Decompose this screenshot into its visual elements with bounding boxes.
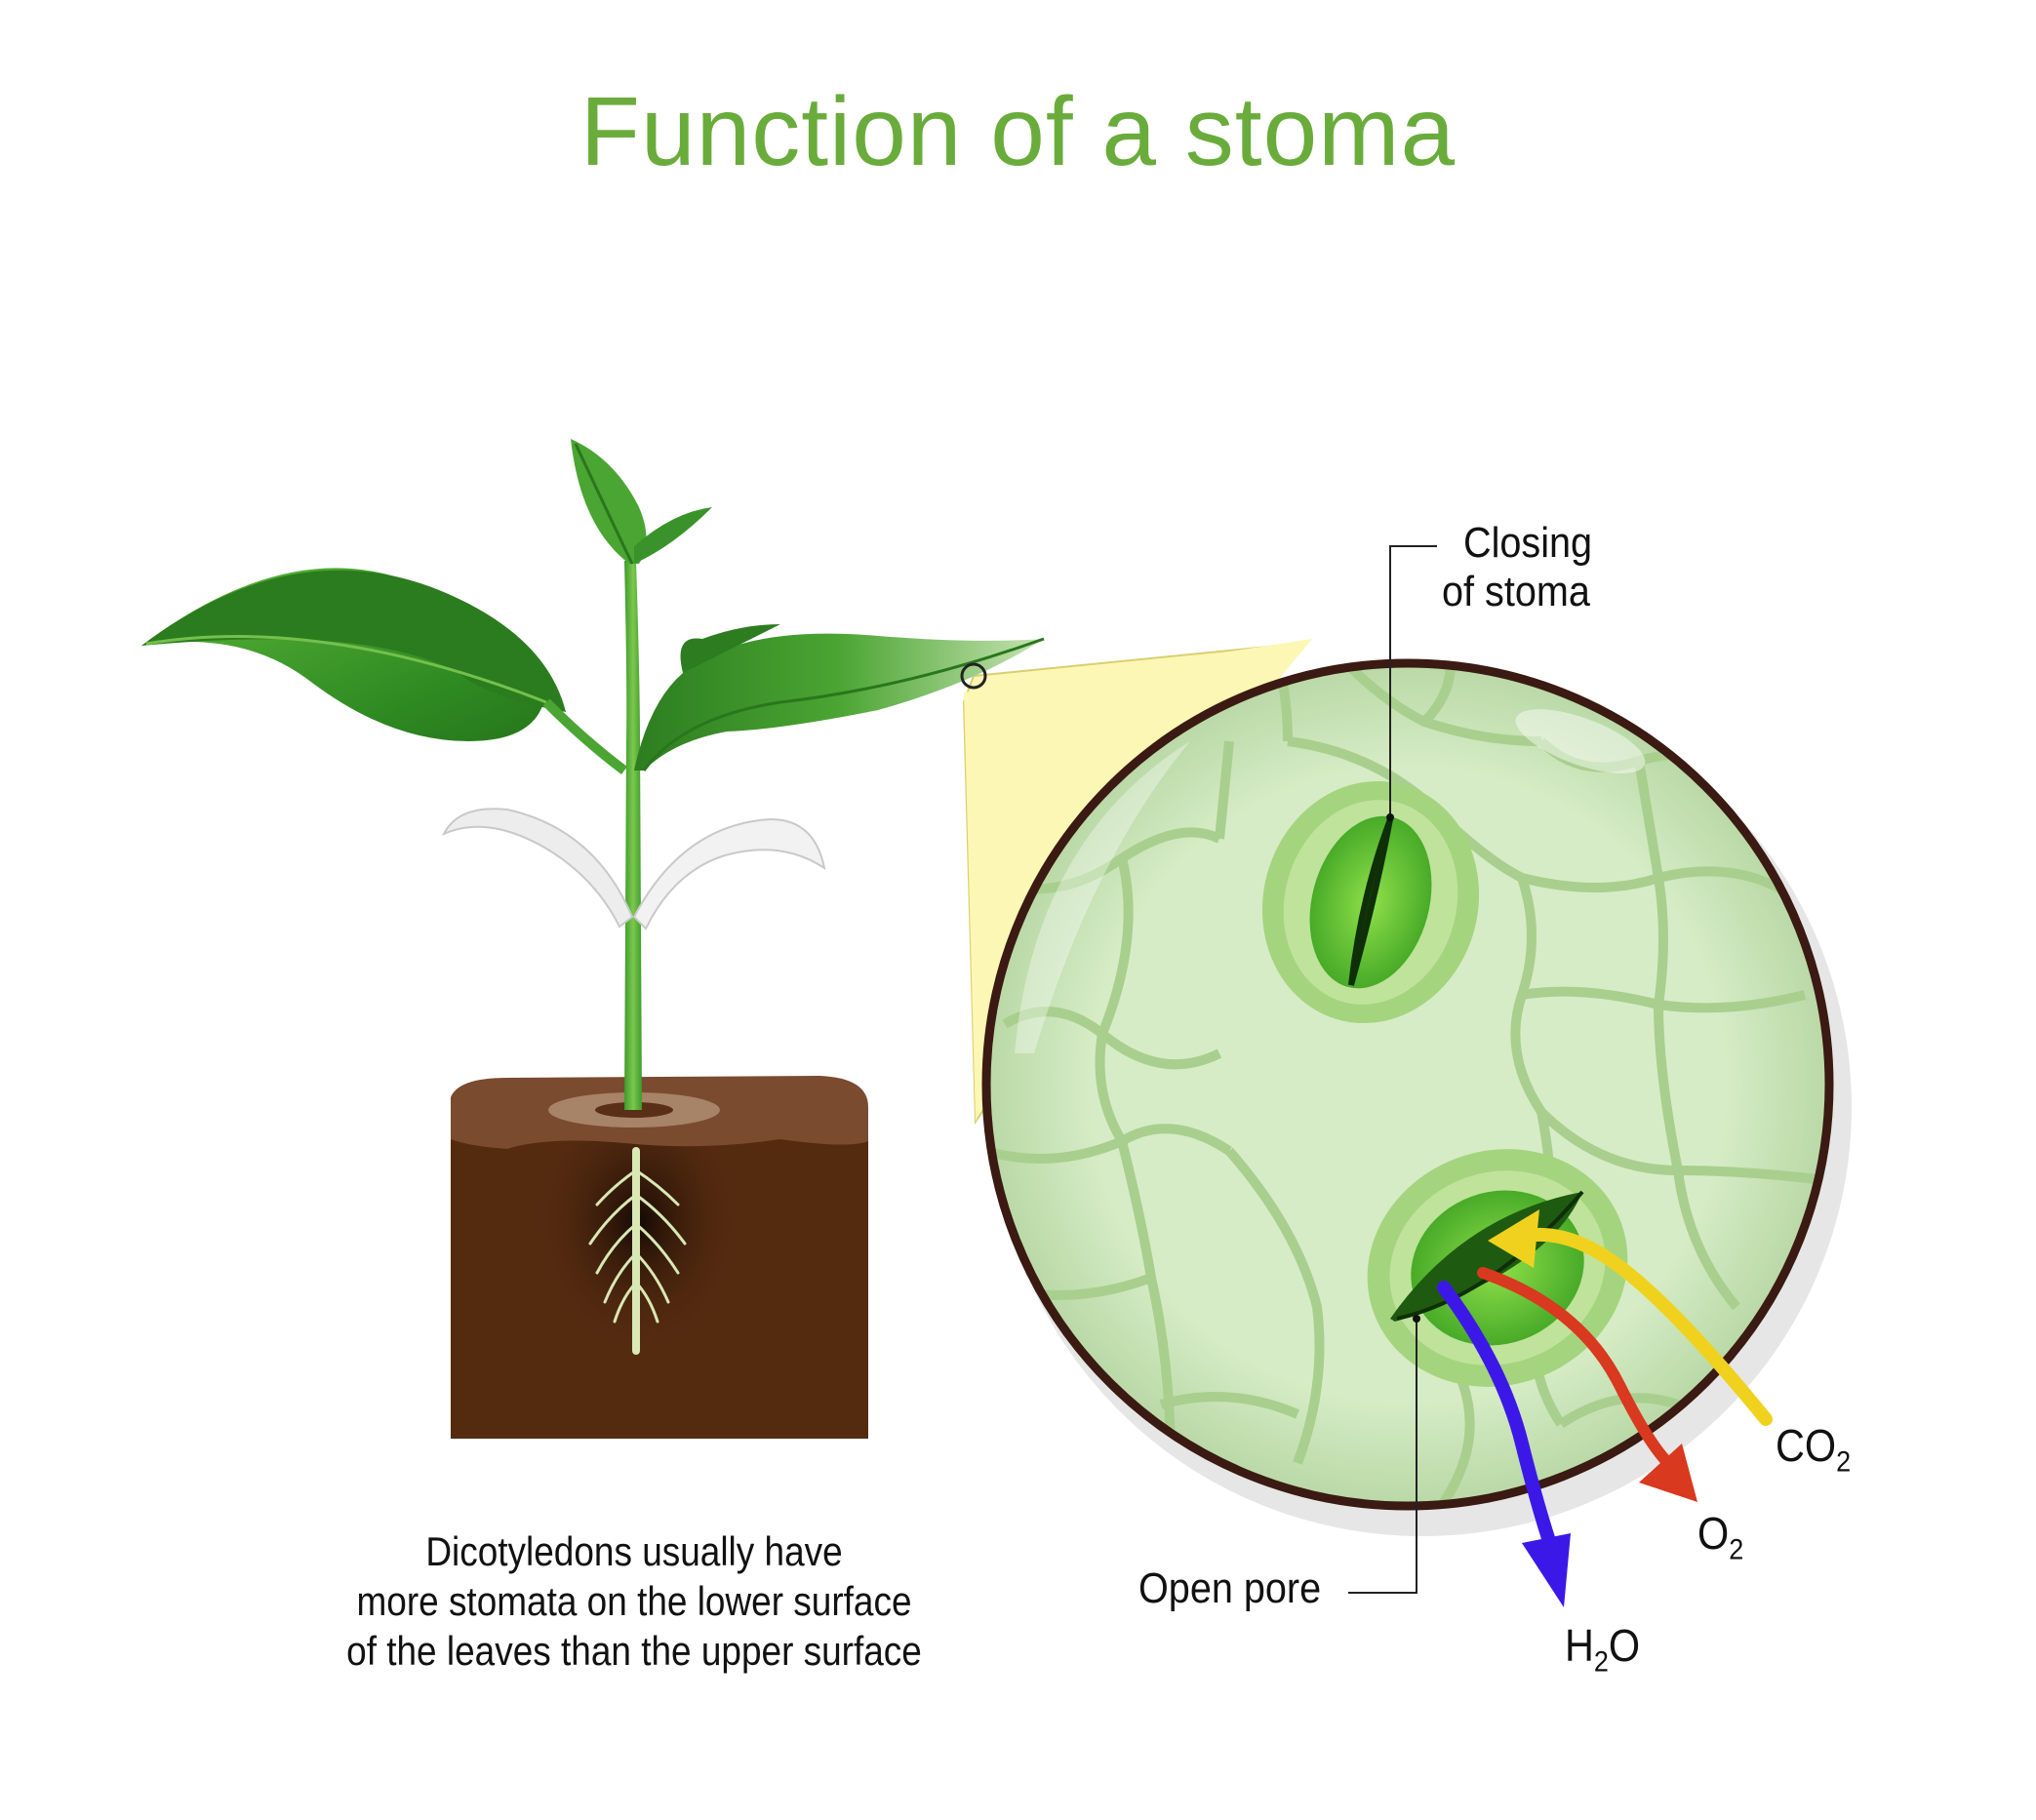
left-leaf — [141, 568, 628, 774]
o2-label: O2 — [1697, 1507, 1743, 1567]
o2-arrow — [1477, 1267, 1674, 1469]
co2-arrowhead — [1488, 1209, 1539, 1268]
open-stoma — [1367, 1149, 1628, 1387]
h2o-tail: O — [1608, 1620, 1641, 1671]
closing-leader-line — [1389, 545, 1437, 819]
closing-label-line-1: Closing — [1463, 519, 1593, 567]
cotyledons — [441, 808, 826, 930]
closing-stoma — [1261, 780, 1480, 1024]
top-bud — [571, 439, 712, 565]
caption-line-1: Dicotyledons usually have — [425, 1528, 843, 1574]
open-pore-leader-dot — [1413, 1315, 1420, 1323]
caption: Dicotyledons usually have more stomata o… — [273, 1526, 994, 1676]
co2-main: CO — [1776, 1420, 1837, 1471]
right-leaf — [634, 624, 1045, 772]
co2-sub: 2 — [1836, 1445, 1852, 1479]
caption-line-2: more stomata on the lower surface — [356, 1578, 912, 1624]
zoom-source-circle — [960, 662, 987, 690]
caption-line-3: of the leaves than the upper surface — [346, 1628, 922, 1674]
closing-label-line-2: of stoma — [1442, 568, 1590, 615]
zoom-cone-fill — [964, 639, 1312, 1122]
magnifier-lens — [981, 658, 1852, 1536]
h2o-arrow — [1437, 1281, 1556, 1548]
o2-main: O — [1697, 1508, 1730, 1559]
closing-leader-dot — [1386, 813, 1394, 821]
page-title: Function of a stoma — [579, 77, 1457, 186]
roots — [588, 1147, 687, 1355]
open-pore-label: Open pore — [1138, 1564, 1322, 1612]
o2-arrowhead — [1639, 1444, 1697, 1502]
h2o-sub: 2 — [1593, 1645, 1609, 1679]
co2-label: CO2 — [1776, 1419, 1851, 1480]
plant-stem — [624, 561, 642, 1110]
soil-block — [451, 1076, 868, 1439]
open-pore-leader-line — [1348, 1319, 1417, 1594]
o2-sub: 2 — [1729, 1533, 1744, 1566]
h2o-arrowhead — [1522, 1533, 1571, 1607]
h2o-label: H2O — [1565, 1619, 1640, 1680]
co2-arrow — [1500, 1227, 1773, 1426]
h2o-main: H — [1565, 1620, 1594, 1671]
